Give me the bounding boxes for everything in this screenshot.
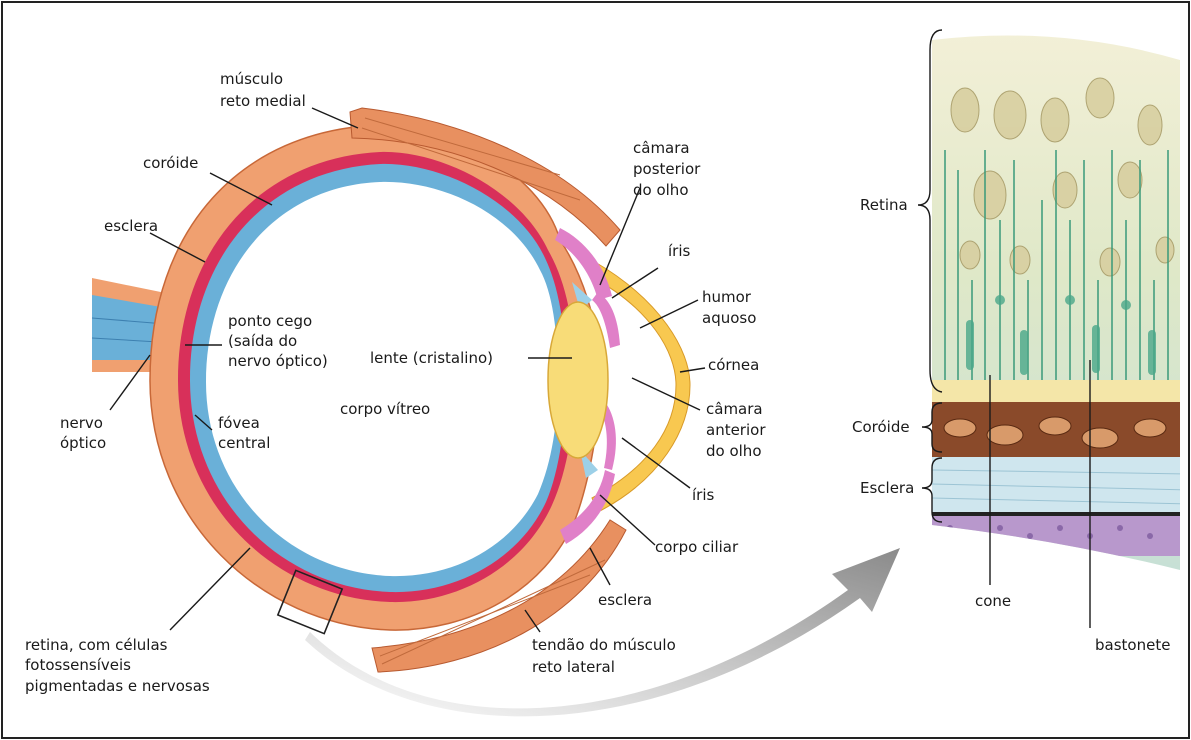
label-camara-anterior-3: do olho — [706, 442, 762, 460]
label-camara-posterior-3: do olho — [633, 181, 689, 199]
label-retina-layer: Retina — [860, 196, 908, 214]
label-cone: cone — [975, 592, 1011, 610]
lens — [548, 302, 608, 458]
label-camara-anterior-2: anterior — [706, 421, 766, 439]
label-nervo-optico-2: óptico — [60, 434, 106, 452]
label-camara-anterior-1: câmara — [706, 400, 763, 418]
label-coroide-layer: Coróide — [852, 418, 910, 436]
label-esclera-left: esclera — [104, 217, 158, 235]
vitreous-body — [206, 182, 558, 576]
label-ponto-cego-2: (saída do — [228, 332, 297, 350]
eye-cross-section — [92, 108, 690, 672]
label-lente: lente (cristalino) — [370, 349, 493, 367]
label-musculo-reto-medial-2: reto medial — [220, 92, 306, 110]
label-bastonete: bastonete — [1095, 636, 1170, 654]
label-ponto-cego-1: ponto cego — [228, 312, 312, 330]
label-fovea-central-2: central — [218, 434, 270, 452]
label-retina-celulas-3: pigmentadas e nervosas — [25, 677, 210, 695]
label-retina-celulas-1: retina, com células — [25, 636, 168, 654]
label-fovea-central-1: fóvea — [218, 414, 260, 432]
label-nervo-optico-1: nervo — [60, 414, 103, 432]
label-camara-posterior-1: câmara — [633, 139, 690, 157]
label-tendao-1: tendão do músculo — [532, 636, 676, 654]
label-corpo-ciliar: corpo ciliar — [655, 538, 739, 556]
label-ponto-cego-3: nervo óptico) — [228, 352, 328, 370]
label-iris-bottom: íris — [692, 486, 715, 504]
label-camara-posterior-2: posterior — [633, 160, 701, 178]
label-esclera-layer: Esclera — [860, 479, 914, 497]
label-humor-aquoso-2: aquoso — [702, 309, 756, 327]
label-retina-celulas-2: fotossensíveis — [25, 656, 131, 674]
label-musculo-reto-medial-1: músculo — [220, 70, 283, 88]
label-cornea: córnea — [708, 356, 759, 374]
label-corpo-vitreo: corpo vítreo — [340, 400, 430, 418]
label-coroide: coróide — [143, 154, 198, 172]
retina-detail-panel — [918, 20, 1191, 628]
label-iris-top: íris — [668, 242, 691, 260]
label-tendao-2: reto lateral — [532, 658, 615, 676]
label-humor-aquoso-1: humor — [702, 288, 752, 306]
label-esclera-bottom: esclera — [598, 591, 652, 609]
